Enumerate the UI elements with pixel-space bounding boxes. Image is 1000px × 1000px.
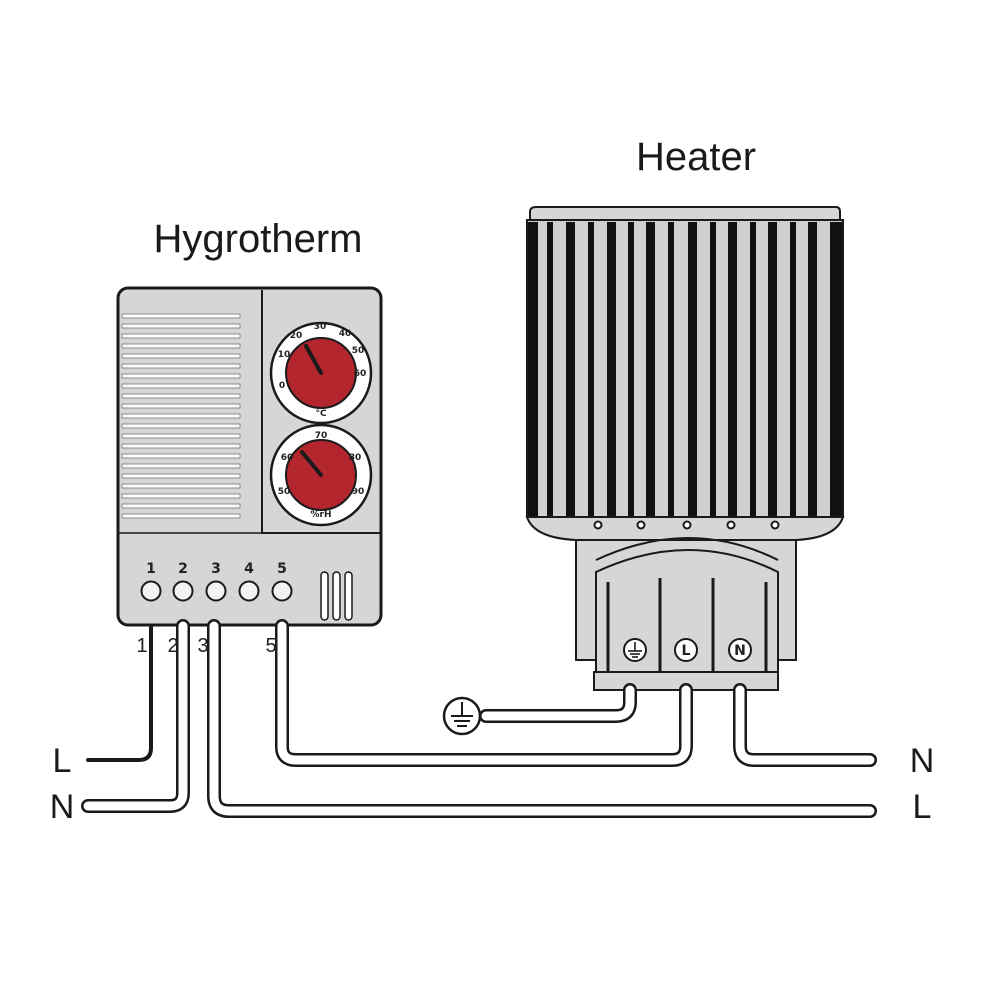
hygrotherm-title: Hygrotherm <box>154 217 363 261</box>
right-line-n-label: N <box>910 742 935 780</box>
left-line-l-label: L <box>53 742 72 780</box>
left-line-n-label: N <box>50 788 75 826</box>
heater-title: Heater <box>636 135 756 179</box>
temp-scale-50: 50 <box>352 346 365 356</box>
wire-pe <box>479 683 637 723</box>
wiring <box>81 619 877 818</box>
terminal-screw-1 <box>140 580 162 602</box>
wire-5 <box>275 619 693 767</box>
temp-scale-40: 40 <box>339 329 352 339</box>
humidity-scale-90: 90 <box>352 487 365 497</box>
humidity-scale-60: 60 <box>281 453 294 463</box>
terminal-screw-3 <box>205 580 227 602</box>
terminal-label-4: 4 <box>244 561 254 577</box>
wire-number-5: 5 <box>265 635 276 657</box>
wire-number-2: 2 <box>167 635 178 657</box>
temp-scale-10: 10 <box>278 350 291 360</box>
terminal-screw-5 <box>271 580 293 602</box>
terminal-label-5: 5 <box>277 561 287 577</box>
heat-fins <box>528 222 842 516</box>
hygrotherm-device: 0 10 20 30 40 50 60 °C 50 60 70 80 90 %r… <box>116 286 383 627</box>
temp-scale-0: 0 <box>279 381 285 391</box>
temperature-pointer <box>304 344 323 375</box>
heater-terminal-l: L <box>674 638 698 662</box>
humidity-pointer <box>300 450 323 477</box>
humidity-dial[interactable]: 50 60 70 80 90 %rH <box>269 423 373 527</box>
terminal-label-1: 1 <box>146 561 156 577</box>
wire-2 <box>81 619 190 813</box>
earth-ground-icon <box>442 696 482 736</box>
wire-number-1: 1 <box>136 635 147 657</box>
heater-terminal-n-label: N <box>734 643 746 659</box>
terminal-screw-2 <box>172 580 194 602</box>
temperature-dial[interactable]: 0 10 20 30 40 50 60 °C <box>269 321 373 425</box>
wire-heater-n <box>733 683 877 767</box>
right-line-l-label: L <box>913 788 932 826</box>
wire-1 <box>86 624 153 762</box>
small-grille <box>320 571 353 621</box>
ground-symbol-icon <box>628 642 642 658</box>
humidity-scale-50: 50 <box>278 487 291 497</box>
temp-scale-20: 20 <box>290 331 303 341</box>
temp-unit: °C <box>315 409 327 419</box>
hygrotherm-terminals: 1 2 3 4 5 <box>140 561 293 602</box>
heater-terminal-n: N <box>728 638 752 662</box>
terminal-label-2: 2 <box>178 561 188 577</box>
vent-slots <box>121 313 241 519</box>
humidity-scale-70: 70 <box>315 431 328 441</box>
temp-scale-60: 60 <box>354 369 367 379</box>
wire-3 <box>207 619 877 818</box>
heater-device: L N <box>525 206 845 691</box>
heater-terminal-pe <box>623 638 647 662</box>
terminal-screw-4 <box>238 580 260 602</box>
temp-scale-30: 30 <box>314 322 327 332</box>
heater-terminal-l-label: L <box>682 643 691 659</box>
humidity-scale-80: 80 <box>349 453 362 463</box>
wire-number-3: 3 <box>197 635 208 657</box>
humidity-unit: %rH <box>311 510 332 520</box>
terminal-label-3: 3 <box>211 561 221 577</box>
